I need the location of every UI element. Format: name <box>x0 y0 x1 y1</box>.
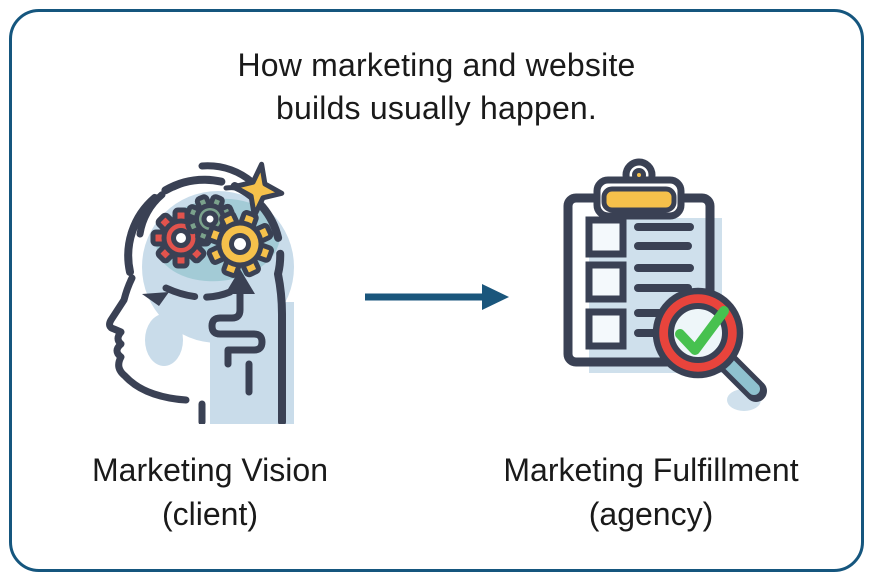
gear-sage-icon <box>185 194 235 244</box>
right-caption-line-1: Marketing Fulfillment <box>503 452 799 488</box>
left-caption: Marketing Vision (client) <box>29 448 391 536</box>
magnifier-check-icon <box>652 287 767 411</box>
checklist <box>585 216 694 350</box>
right-caption: Marketing Fulfillment (agency) <box>470 448 832 536</box>
winding-arrow <box>208 269 266 396</box>
right-caption-line-2: (agency) <box>588 496 714 532</box>
title-line-1: How marketing and website <box>237 47 636 83</box>
brain-fold-arc <box>162 284 234 301</box>
diagram-title: How marketing and website builds usually… <box>0 44 873 130</box>
right-arrow-icon <box>365 284 509 310</box>
sparkle-star-icon <box>231 161 285 219</box>
head-gears-icon <box>106 161 294 424</box>
clipboard-clip-icon <box>593 158 685 220</box>
checkbox-1 <box>585 216 627 258</box>
title-line-2: builds usually happen. <box>275 90 598 126</box>
eye-icon <box>142 292 169 306</box>
left-caption-line-1: Marketing Vision <box>92 452 328 488</box>
gear-yellow-icon <box>206 210 274 278</box>
left-caption-line-2: (client) <box>161 496 258 532</box>
checkbox-3 <box>585 308 627 350</box>
checkbox-2 <box>585 261 627 303</box>
clipboard-checklist-icon <box>563 158 767 411</box>
green-check-icon <box>675 306 729 355</box>
